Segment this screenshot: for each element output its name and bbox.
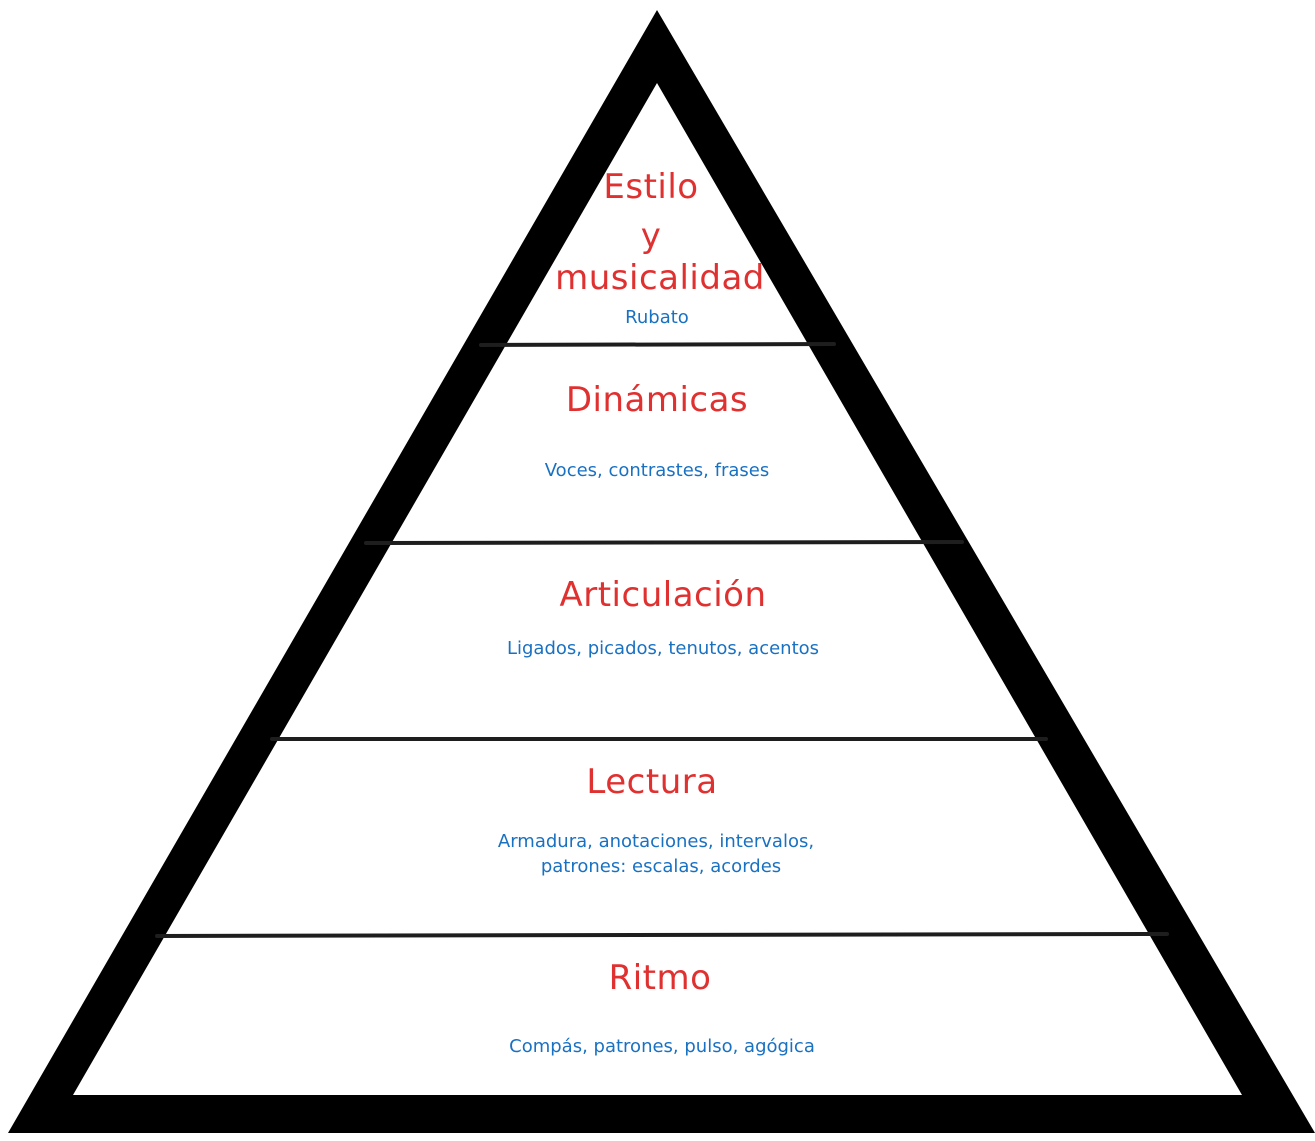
level-title-line: Lectura: [586, 762, 717, 802]
divider-4: [155, 932, 1169, 938]
level-description: Ligados, picados, tenutos, acentos: [507, 638, 819, 659]
pyramid-interior: [73, 83, 1242, 1095]
level-title-line: Ritmo: [609, 958, 712, 998]
level-title-line: Articulación: [559, 575, 766, 615]
level-title-line: Estilo: [603, 167, 698, 207]
level-title-line: y: [641, 216, 662, 256]
divider-1: [479, 342, 836, 347]
level-estilo: Estilo y musicalidad Rubato: [555, 167, 765, 328]
level-description: Rubato: [625, 307, 689, 328]
divider-2: [364, 540, 964, 545]
level-description: Armadura, anotaciones, intervalos,: [498, 831, 814, 852]
level-ritmo: Ritmo Compás, patrones, pulso, agógica: [509, 958, 815, 1057]
level-dinamicas: Dinámicas Voces, contrastes, frases: [545, 380, 769, 481]
level-description: Compás, patrones, pulso, agógica: [509, 1036, 815, 1057]
level-lectura: Lectura Armadura, anotaciones, intervalo…: [498, 762, 814, 877]
level-title-line: Dinámicas: [566, 380, 748, 420]
level-description: Voces, contrastes, frases: [545, 460, 769, 481]
level-articulacion: Articulación Ligados, picados, tenutos, …: [507, 575, 819, 659]
level-title-line: musicalidad: [555, 258, 765, 298]
level-description: patrones: escalas, acordes: [541, 856, 781, 877]
